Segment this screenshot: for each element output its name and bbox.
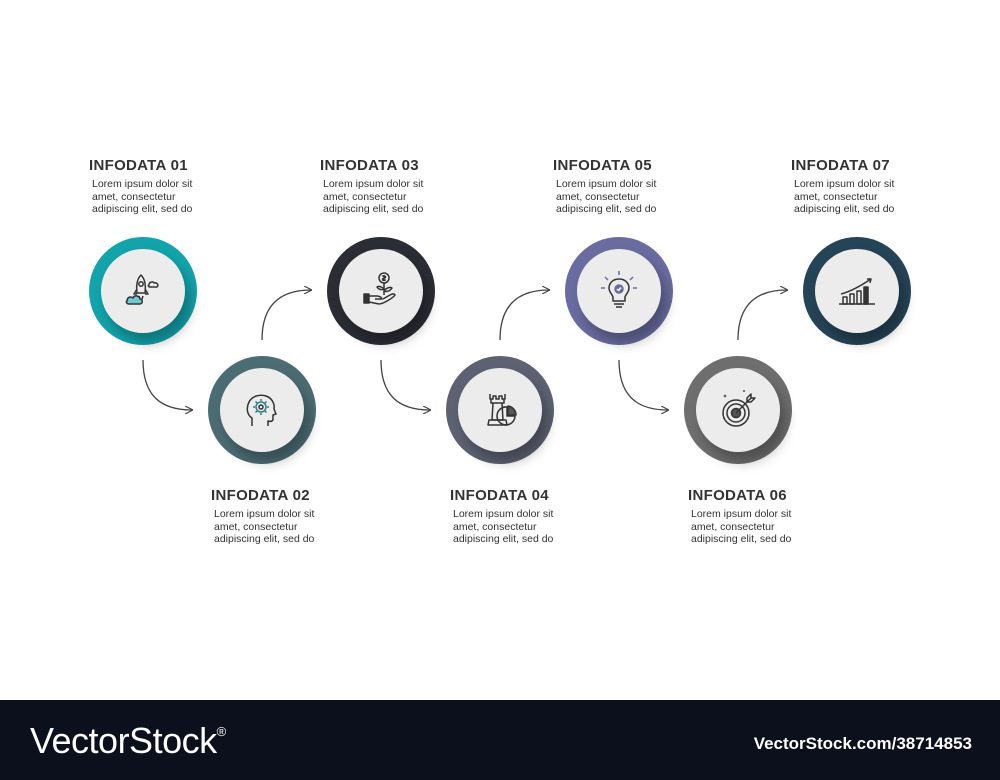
step-07-label: INFODATA 07 Lorem ipsum dolor sit amet, …: [791, 157, 931, 216]
step-06-disc: [696, 368, 780, 452]
step-03-title: INFODATA 03: [320, 157, 419, 174]
step-01-disc: [101, 249, 185, 333]
step-02-title: INFODATA 02: [211, 487, 310, 504]
step-04-title: INFODATA 04: [450, 487, 549, 504]
arrow-05-06: [618, 359, 668, 410]
step-03-label: INFODATA 03 Lorem ipsum dolor sit amet, …: [320, 157, 460, 216]
step-04-circle: [446, 356, 554, 464]
target-arrow-icon: [722, 390, 756, 427]
step-01-title: INFODATA 01: [89, 157, 188, 174]
lightbulb-icon: [601, 271, 637, 308]
connector-arrows: [142, 0, 1000, 700]
step-06-title: INFODATA 06: [688, 487, 787, 504]
step-06-circle: [684, 356, 792, 464]
step-07-title: INFODATA 07: [791, 157, 890, 174]
step-01-label: INFODATA 01 Lorem ipsum dolor sit amet, …: [89, 157, 229, 216]
step-06-label: INFODATA 06 Lorem ipsum dolor sit amet, …: [688, 487, 828, 546]
step-05-label: INFODATA 05 Lorem ipsum dolor sit amet, …: [553, 157, 693, 216]
step-05-disc: [577, 249, 661, 333]
arrow-04-05: [499, 290, 549, 341]
head-gear-icon: [246, 394, 277, 426]
arrow-06-07: [737, 290, 787, 341]
brand-name: VectorStock: [30, 720, 217, 761]
vectorstock-logo: VectorStock®: [30, 720, 226, 762]
step-01-circle: [89, 237, 197, 345]
step-05-title: INFODATA 05: [553, 157, 652, 174]
rocket-cloud-icon: [125, 274, 159, 305]
step-07-disc: [815, 249, 899, 333]
step-02-description: Lorem ipsum dolor sit amet, consectetur …: [214, 508, 315, 545]
step-03-description: Lorem ipsum dolor sit amet, consectetur …: [323, 178, 424, 215]
step-04-description: Lorem ipsum dolor sit amet, consectetur …: [453, 508, 554, 545]
arrow-01-02: [142, 359, 192, 410]
image-id: VectorStock.com/38714853: [753, 734, 972, 753]
step-02-label: INFODATA 02 Lorem ipsum dolor sit amet, …: [211, 487, 351, 546]
infographic-canvas: INFODATA 01 Lorem ipsum dolor sit amet, …: [89, 0, 1000, 700]
step-01-description: Lorem ipsum dolor sit amet, consectetur …: [92, 178, 193, 215]
step-04-disc: [458, 368, 542, 452]
step-07-description: Lorem ipsum dolor sit amet, consectetur …: [794, 178, 895, 215]
footer-bar: VectorStock® VectorStock.com/38714853: [0, 700, 1000, 780]
chess-rook-chart-icon: [487, 394, 517, 426]
arrow-03-04: [380, 359, 430, 410]
arrow-02-03: [261, 290, 311, 341]
step-05-circle: [565, 237, 673, 345]
registered-mark: ®: [216, 724, 227, 739]
bar-chart-growth-icon: [839, 278, 875, 305]
hand-coin-icon: [363, 272, 396, 305]
step-06-description: Lorem ipsum dolor sit amet, consectetur …: [691, 508, 792, 545]
step-02-circle: [208, 356, 316, 464]
step-04-label: INFODATA 04 Lorem ipsum dolor sit amet, …: [450, 487, 590, 546]
step-07-circle: [803, 237, 911, 345]
step-02-disc: [220, 368, 304, 452]
step-03-circle: [327, 237, 435, 345]
step-03-disc: [339, 249, 423, 333]
step-05-description: Lorem ipsum dolor sit amet, consectetur …: [556, 178, 657, 215]
